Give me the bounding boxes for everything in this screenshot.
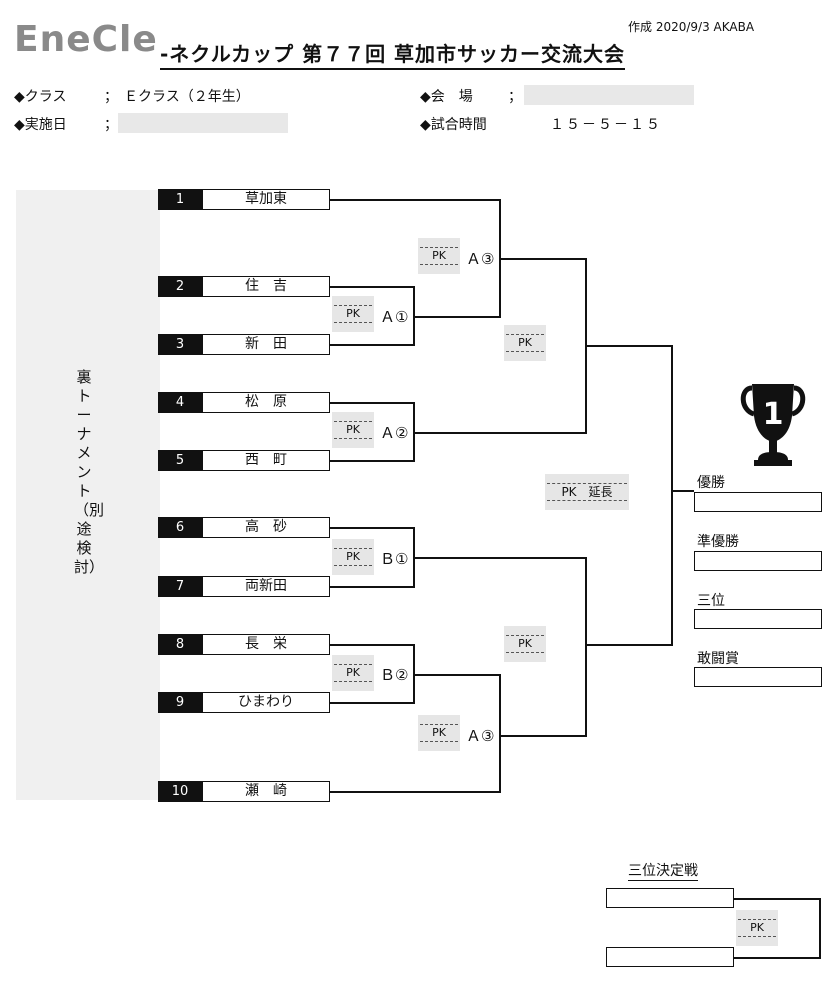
side-band — [16, 190, 160, 800]
match-a3-bottom: Ａ③ — [466, 727, 495, 745]
venue-label: ◆会 場 — [420, 89, 473, 105]
team-num-6: 6 — [158, 517, 202, 538]
pk-box-a2: PK — [332, 412, 374, 448]
team-name-8: 長 栄 — [202, 634, 330, 655]
third-place-team-1[interactable] — [606, 888, 734, 908]
pk-box-a3-top: PK — [418, 238, 460, 274]
venue-sep: ； — [508, 89, 522, 105]
side-note: 裏トーナメント（別途検討） — [74, 368, 105, 576]
trophy-icon: 1 — [740, 384, 806, 466]
team-num-5: 5 — [158, 450, 202, 471]
trophy-number: 1 — [763, 397, 784, 432]
created-note: 作成 2020/9/3 AKABA — [628, 20, 755, 34]
team-num-4: 4 — [158, 392, 202, 413]
venue-redacted — [524, 85, 694, 105]
team-name-3: 新 田 — [202, 334, 330, 355]
team-num-3: 3 — [158, 334, 202, 355]
match-b1: Ｂ① — [380, 550, 409, 568]
pk-box-b2: PK — [332, 655, 374, 691]
time-value: １５－５－１５ — [550, 117, 662, 133]
team-num-10: 10 — [158, 781, 202, 802]
third-place-team-2[interactable] — [606, 947, 734, 967]
time-label: ◆試合時間 — [420, 117, 487, 133]
date-redacted — [118, 113, 288, 133]
team-name-1: 草加東 — [202, 189, 330, 210]
pk-box-a3-bottom: PK — [418, 715, 460, 751]
team-name-7: 両新田 — [202, 576, 330, 597]
fighting-spirit-box[interactable] — [694, 667, 822, 687]
class-value: Ｅクラス（２年生） — [124, 89, 250, 105]
team-num-1: 1 — [158, 189, 202, 210]
pk-box-final: PK 延長 — [545, 474, 629, 510]
team-name-5: 西 町 — [202, 450, 330, 471]
third-place-title: 三位決定戦 — [628, 860, 698, 881]
match-a3-top: Ａ③ — [466, 250, 495, 268]
page-title: -ネクルカップ 第７７回 草加市サッカー交流大会 — [160, 38, 626, 70]
team-num-2: 2 — [158, 276, 202, 297]
team-name-2: 住 吉 — [202, 276, 330, 297]
team-num-8: 8 — [158, 634, 202, 655]
third-box[interactable] — [694, 609, 822, 629]
class-label: ◆クラス — [14, 89, 67, 105]
pk-box-semi-bottom: PK — [504, 626, 546, 662]
pk-box-a1: PK — [332, 296, 374, 332]
match-a1: Ａ① — [380, 308, 409, 326]
third-label: 三位 — [697, 593, 725, 609]
runner-up-label: 準優勝 — [697, 534, 739, 550]
pk-box-third-place: PK — [736, 910, 778, 946]
enecle-logo: EneCle — [14, 19, 158, 60]
team-num-9: 9 — [158, 692, 202, 713]
pk-box-b1: PK — [332, 539, 374, 575]
winner-label: 優勝 — [697, 475, 725, 491]
final-pk-label: PK 延長 — [547, 483, 627, 501]
team-num-7: 7 — [158, 576, 202, 597]
team-name-6: 高 砂 — [202, 517, 330, 538]
fighting-spirit-label: 敢闘賞 — [697, 651, 739, 667]
date-sep: ； — [104, 117, 118, 133]
class-sep: ； — [104, 89, 118, 105]
team-name-9: ひまわり — [202, 692, 330, 713]
team-name-10: 瀬 崎 — [202, 781, 330, 802]
runner-up-box[interactable] — [694, 551, 822, 571]
date-label: ◆実施日 — [14, 117, 67, 133]
match-a2: Ａ② — [380, 424, 409, 442]
winner-box[interactable] — [694, 492, 822, 512]
match-b2: Ｂ② — [380, 666, 409, 684]
pk-box-semi-top: PK — [504, 325, 546, 361]
team-name-4: 松 原 — [202, 392, 330, 413]
